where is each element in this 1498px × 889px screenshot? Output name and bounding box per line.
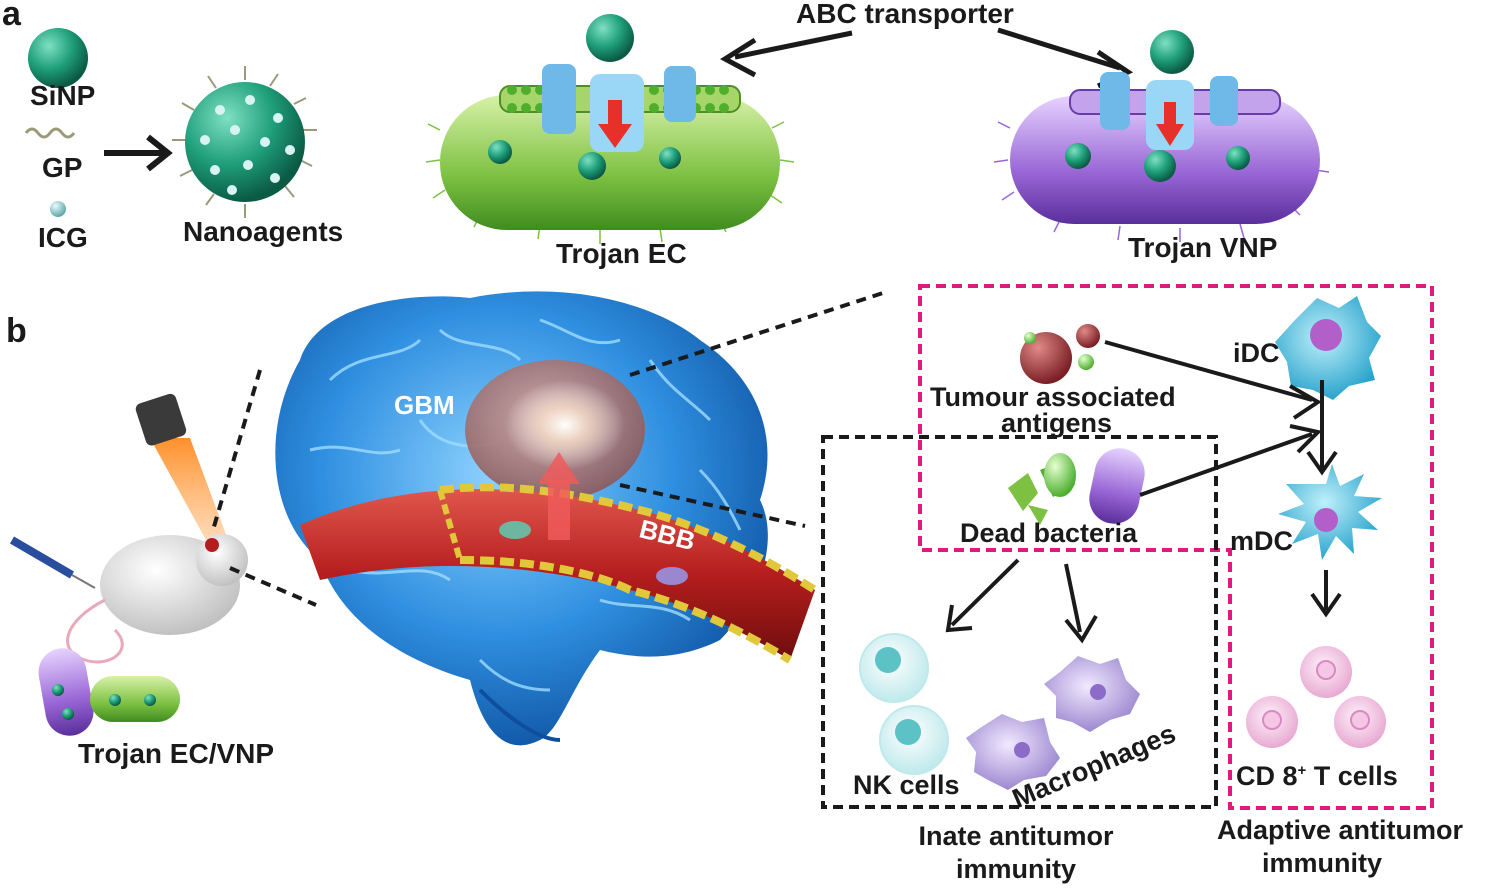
panel-a-label: a [2,0,21,33]
adaptive-immunity-label-line2: immunity [1261,848,1383,878]
penetration-arrow-icon [538,452,580,540]
silica-nanoparticle-icon [28,28,88,88]
mdc-cell-icon [1278,464,1382,560]
adaptive-immunity-box [918,284,1434,810]
innate-immunity-label-line1: Inate antitumor [918,821,1114,851]
idc-label: iDC [1233,338,1280,368]
sinp-label: SiNP [30,80,96,111]
glycopolymer-strand-icon [24,127,76,139]
innate-immunity-box [821,435,1218,809]
dead-bacteria-icon [1008,448,1145,525]
trojan-ec-vnp-label: Trojan EC/VNP [78,738,275,769]
tumour-antigens-label-line2: antigens [1001,408,1113,438]
gbm-label: GBM [394,390,455,420]
trojan-ec-label: Trojan EC [556,238,687,269]
flashlight-icon [135,393,228,540]
mdc-label: mDC [1230,526,1294,556]
trojan-ec-vnp-bacteria-icon [38,648,180,736]
gp-label: GP [42,152,83,183]
cd8-superscript: + [1297,762,1307,779]
trojan-ec-bacterium-icon [425,14,795,244]
nk-cells-label: NK cells [853,770,960,800]
adaptive-immunity-label-line1: Adaptive antitumor [1216,815,1464,845]
t-cell-icons [1246,646,1386,748]
panel-a-arrow [104,134,173,172]
trojan-vnp-bacterium-icon [993,30,1330,242]
abc-transporter-label: ABC transporter [796,0,1014,29]
nanoagent-sphere-icon [172,66,317,218]
macrophage-icons [966,656,1140,790]
idc-cell-icon [1275,296,1381,400]
tumor-mass-icon [465,360,645,500]
cd8-suffix: T cells [1306,761,1398,791]
cd8-prefix: CD 8 [1236,761,1298,791]
mouse-icon [66,534,248,664]
nanoagents-label: Nanoagents [183,216,344,247]
nk-cell-icons [859,633,949,775]
innate-immunity-label-line2: immunity [955,854,1077,884]
tumour-antigen-spheres-icon [1020,324,1100,384]
icg-dot-icon [50,201,66,217]
icg-label: ICG [38,222,88,253]
blood-vessel-icon [300,483,818,664]
immunity-arrows [945,340,1342,644]
abc-arrow-to-ec [720,30,853,78]
panel-b-label: b [6,312,27,350]
cd8-t-cells-label: CD 8+ T cells [1236,763,1398,790]
trojan-vnp-label: Trojan VNP [1128,232,1278,263]
zoom-lines [211,290,887,607]
dead-bacteria-label: Dead bacteria [960,518,1138,548]
tumour-antigens-label-line1: Tumour associated [930,382,1176,412]
syringe-icon [9,536,96,589]
